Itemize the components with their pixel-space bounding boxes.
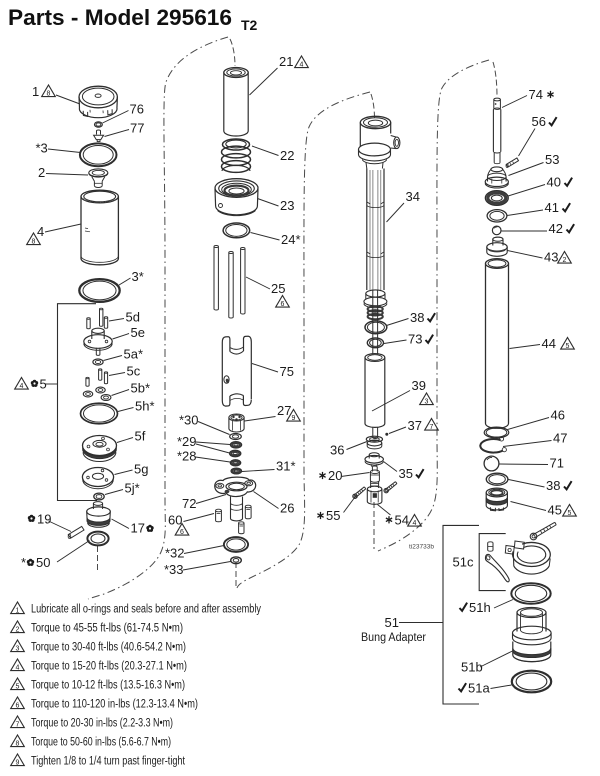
svg-text:37: 37 — [408, 418, 422, 433]
svg-text:Torque to 45-55 ft-lbs (61-74.: Torque to 45-55 ft-lbs (61-74.5 N•m) — [31, 623, 183, 635]
svg-text:25: 25 — [271, 281, 285, 296]
svg-text:8: 8 — [16, 741, 20, 748]
svg-text:45: 45 — [548, 503, 562, 518]
svg-text:5c: 5c — [127, 364, 141, 379]
svg-text:31*: 31* — [276, 459, 296, 474]
svg-text:*30: *30 — [179, 413, 199, 428]
svg-text:Tighten 1/8 to 1/4 turn past f: Tighten 1/8 to 1/4 turn past finger-tigh… — [31, 756, 186, 768]
svg-text:8: 8 — [32, 239, 36, 246]
svg-text:77: 77 — [130, 121, 144, 136]
svg-text:71: 71 — [550, 456, 564, 471]
svg-text:6: 6 — [281, 301, 285, 308]
svg-text:54: 54 — [395, 513, 409, 528]
svg-text:73: 73 — [408, 332, 422, 347]
svg-text:8: 8 — [47, 91, 51, 98]
svg-text:4: 4 — [37, 224, 44, 239]
svg-text:2: 2 — [16, 627, 20, 634]
svg-text:17: 17 — [131, 521, 145, 536]
svg-text:5g: 5g — [134, 462, 148, 477]
svg-text:19: 19 — [37, 512, 51, 527]
svg-text:*33: *33 — [164, 562, 184, 577]
svg-text:22: 22 — [280, 148, 294, 163]
svg-text:51: 51 — [385, 615, 399, 630]
svg-text:5e: 5e — [131, 325, 145, 340]
svg-text:Torque to 10-12 ft-lbs (13.5-1: Torque to 10-12 ft-lbs (13.5-16.3 N•m) — [31, 680, 185, 692]
svg-text:38: 38 — [546, 478, 560, 493]
svg-text:4: 4 — [300, 62, 304, 69]
svg-text:2: 2 — [38, 165, 45, 180]
svg-text:50: 50 — [36, 555, 50, 570]
svg-text:4: 4 — [413, 520, 417, 527]
svg-text:40: 40 — [547, 175, 561, 190]
svg-text:5a*: 5a* — [124, 347, 144, 362]
svg-text:5: 5 — [16, 684, 20, 691]
svg-text:35: 35 — [399, 466, 413, 481]
svg-text:3: 3 — [16, 646, 20, 653]
svg-text:47: 47 — [553, 431, 567, 446]
svg-text:60: 60 — [168, 513, 182, 528]
svg-text:9: 9 — [16, 760, 20, 767]
svg-text:Torque to 50-60 in-lbs (5.6-6.: Torque to 50-60 in-lbs (5.6-6.7 N•m) — [31, 737, 171, 749]
svg-text:Lubricate all o-rings and seal: Lubricate all o-rings and seals before a… — [31, 604, 261, 616]
svg-text:T2: T2 — [241, 17, 258, 33]
svg-text:Torque to 110-120 in-lbs (12.3: Torque to 110-120 in-lbs (12.3-13.4 N•m) — [31, 699, 198, 711]
svg-text:23: 23 — [280, 198, 294, 213]
svg-text:5: 5 — [566, 343, 570, 350]
svg-text:76: 76 — [130, 102, 144, 117]
svg-text:Torque to 20-30 in-lbs (2.2-3.: Torque to 20-30 in-lbs (2.2-3.3 N•m) — [31, 718, 173, 730]
svg-text:46: 46 — [551, 408, 565, 423]
svg-text:6: 6 — [16, 703, 20, 710]
svg-text:5b*: 5b* — [131, 381, 151, 396]
svg-text:*28: *28 — [177, 449, 197, 464]
svg-text:38: 38 — [410, 310, 424, 325]
svg-text:5f: 5f — [135, 429, 146, 444]
svg-text:43: 43 — [544, 250, 558, 265]
svg-text:72: 72 — [182, 496, 196, 511]
svg-text:ti23733b: ti23733b — [409, 544, 434, 551]
svg-text:5h*: 5h* — [135, 399, 155, 414]
svg-text:53: 53 — [545, 152, 559, 167]
svg-text:3: 3 — [425, 399, 429, 406]
svg-text:Torque to 30-40 ft-lbs (40.6-5: Torque to 30-40 ft-lbs (40.6-54.2 N•m) — [31, 642, 186, 654]
svg-text:51a: 51a — [468, 681, 490, 696]
svg-text:42: 42 — [549, 221, 563, 236]
svg-text:51b: 51b — [461, 660, 483, 675]
svg-text:9: 9 — [292, 415, 296, 422]
svg-text:Torque to 15-20 ft-lbs (20.3-2: Torque to 15-20 ft-lbs (20.3-27.1 N•m) — [31, 661, 187, 673]
svg-text:24*: 24* — [281, 232, 301, 247]
svg-text:41: 41 — [545, 200, 559, 215]
svg-text:5j*: 5j* — [125, 481, 140, 496]
svg-text:36: 36 — [330, 443, 344, 458]
svg-text:3*: 3* — [132, 269, 144, 284]
svg-text:51h: 51h — [469, 600, 491, 615]
svg-text:1: 1 — [32, 84, 39, 99]
svg-text:4: 4 — [16, 665, 20, 672]
svg-text:2: 2 — [563, 257, 567, 264]
svg-text:4: 4 — [20, 383, 24, 390]
svg-text:34: 34 — [406, 189, 420, 204]
svg-text:7: 7 — [430, 424, 434, 431]
svg-text:*29: *29 — [177, 434, 197, 449]
svg-text:*3: *3 — [36, 141, 48, 156]
svg-text:55: 55 — [326, 508, 340, 523]
svg-text:1: 1 — [16, 608, 20, 615]
svg-text:*: * — [21, 555, 26, 570]
svg-text:39: 39 — [412, 378, 426, 393]
svg-text:7: 7 — [16, 722, 20, 729]
svg-text:21: 21 — [279, 54, 293, 69]
svg-text:20: 20 — [328, 468, 342, 483]
svg-text:5d: 5d — [126, 310, 140, 325]
svg-text:44: 44 — [542, 336, 556, 351]
svg-text:51c: 51c — [453, 555, 474, 570]
svg-text:*32: *32 — [165, 546, 185, 561]
svg-text:Parts - Model 295616: Parts - Model 295616 — [8, 5, 232, 30]
svg-text:6: 6 — [180, 529, 184, 536]
svg-text:26: 26 — [280, 501, 294, 516]
svg-text:5: 5 — [568, 510, 572, 517]
svg-text:56: 56 — [532, 114, 546, 129]
svg-text:75: 75 — [280, 364, 294, 379]
svg-text:Bung Adapter: Bung Adapter — [361, 632, 426, 644]
svg-text:74: 74 — [529, 87, 543, 102]
